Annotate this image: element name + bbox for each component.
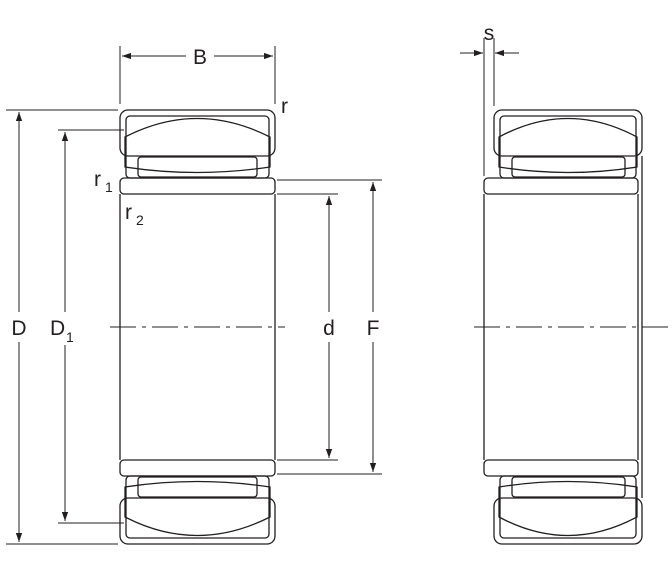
label-r1: r xyxy=(94,168,101,191)
right-inner-ring-bottom xyxy=(483,459,639,477)
left-top-section xyxy=(119,109,276,195)
left-view xyxy=(6,46,382,545)
right-outer-ring-top xyxy=(493,109,643,157)
label-r2: r xyxy=(125,201,132,224)
right-roller-top xyxy=(498,117,638,174)
label-r1-subscript: 1 xyxy=(105,179,113,195)
right-bottom-section xyxy=(483,459,643,545)
outer-ring-top xyxy=(119,109,276,157)
roller-top xyxy=(124,117,271,174)
inner-ring-bottom xyxy=(119,459,276,477)
label-s: s xyxy=(484,22,495,45)
outer-ring-bottom xyxy=(119,497,276,545)
label-D1: D xyxy=(50,317,65,340)
label-D1-subscript: 1 xyxy=(66,329,74,345)
right-roller-bottom xyxy=(498,480,638,537)
label-F: F xyxy=(367,317,380,340)
right-outer-ring-bottom xyxy=(493,497,643,545)
cage-bottom xyxy=(137,476,258,498)
label-D: D xyxy=(11,317,26,340)
outer-ring-inner-line-top xyxy=(125,115,270,179)
label-r2-subscript: 2 xyxy=(136,212,144,228)
right-cage-top xyxy=(511,156,626,178)
roller-bottom xyxy=(124,480,271,537)
right-outer-ring-inner-line-bottom xyxy=(499,475,637,539)
left-bottom-section xyxy=(119,459,276,545)
label-r: r xyxy=(281,95,288,118)
right-top-section xyxy=(483,109,643,195)
cage-top xyxy=(137,156,258,178)
right-outer-ring-inner-line-top xyxy=(499,115,637,179)
label-B: B xyxy=(193,46,207,69)
label-d: d xyxy=(323,317,335,340)
inner-ring-top xyxy=(119,177,276,195)
right-cage-bottom xyxy=(511,476,626,498)
right-inner-ring-top xyxy=(483,177,639,195)
right-view xyxy=(460,38,668,545)
outer-ring-inner-line-bottom xyxy=(125,475,270,539)
